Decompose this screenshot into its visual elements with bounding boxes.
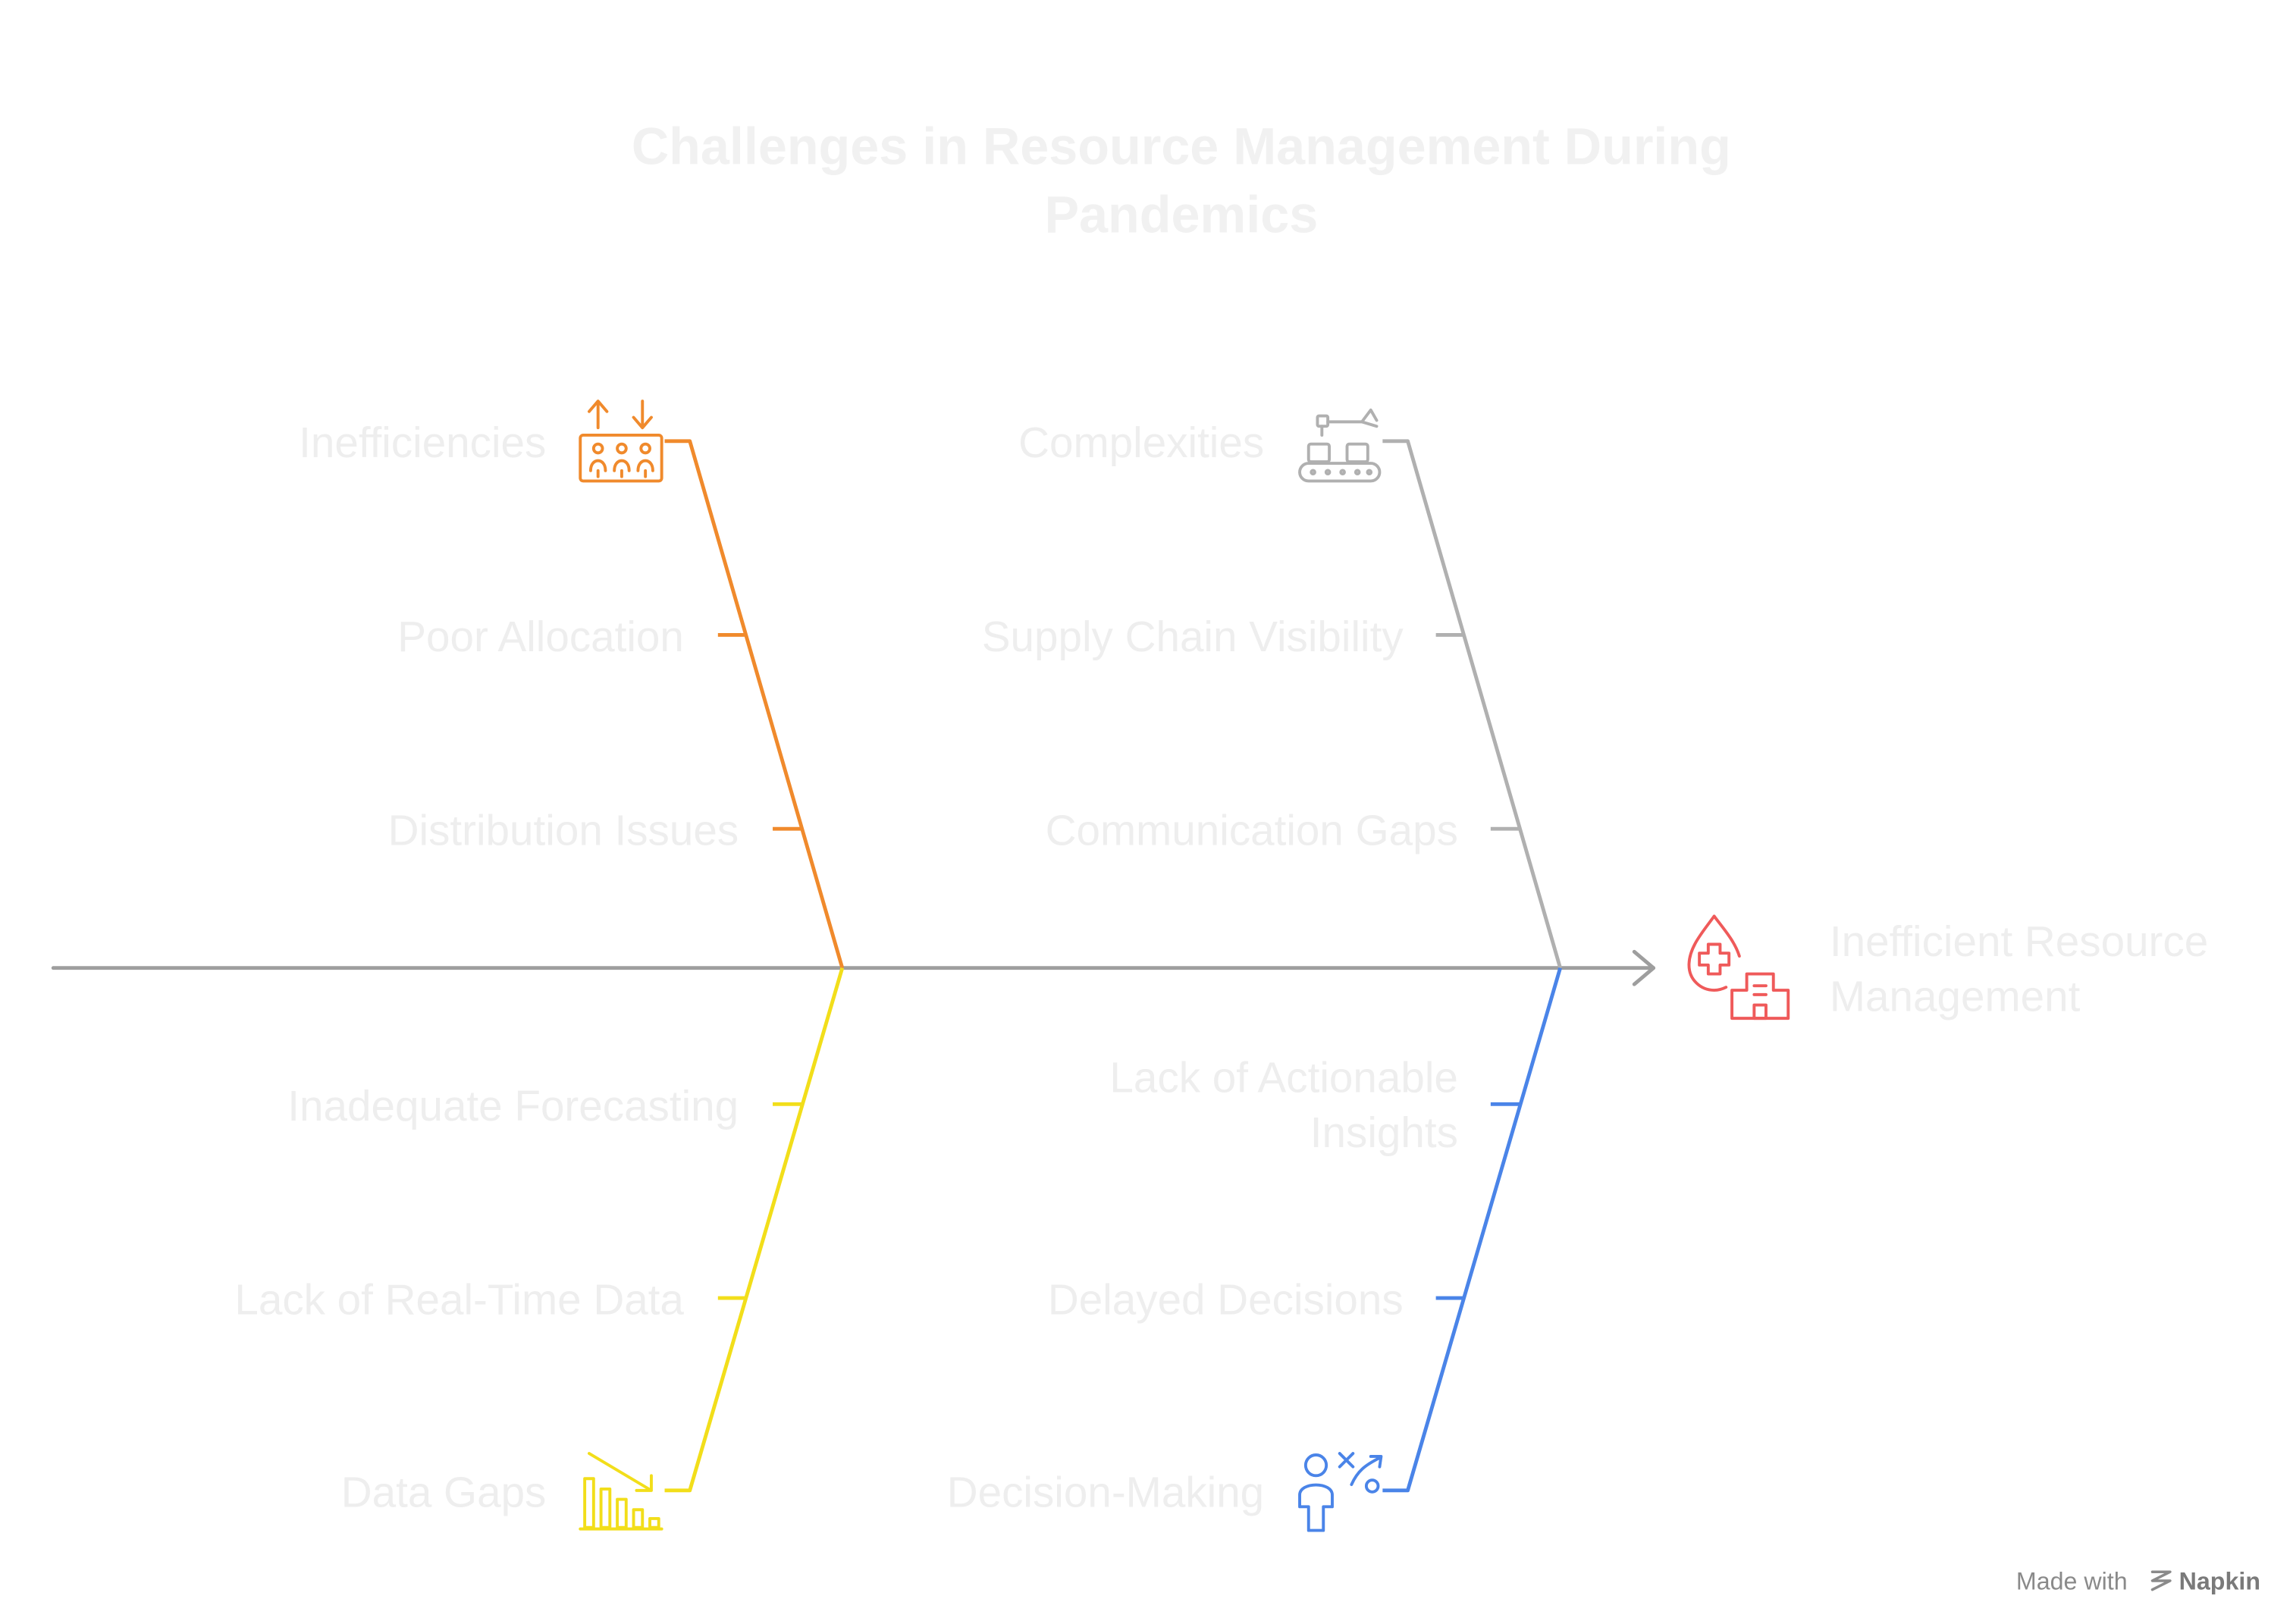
person-strategy-icon — [1298, 1452, 1383, 1532]
diagram-title-line2: Pandemics — [1044, 186, 1318, 243]
branch-data-gaps-line — [664, 967, 845, 1493]
blood-drop-hospital-icon — [1687, 914, 1790, 1020]
napkin-watermark: Made with Napkin — [2016, 1568, 2260, 1595]
declining-bar-chart-icon — [579, 1452, 663, 1531]
effect-label-line2: Management — [1830, 972, 2081, 1020]
branch-inefficiencies-line — [664, 439, 845, 969]
category-label-data-gaps: Data Gaps — [341, 1468, 547, 1516]
branch-decision-making: Decision-Making Lack of Actionable Insig… — [947, 967, 1562, 1532]
branch-complexities: Complexities Supply Chain Visibility Com… — [982, 408, 1562, 969]
cause-label-lack-of-actionable-line2: Insights — [1310, 1108, 1458, 1156]
made-with-text: Made with — [2016, 1568, 2128, 1595]
spine-arrowhead — [1632, 949, 1656, 986]
branch-data-gaps: Data Gaps Inadequate Forecasting Lack of… — [234, 967, 845, 1531]
conveyor-robot-arm-icon — [1298, 408, 1382, 483]
cause-label-distribution-issues: Distribution Issues — [388, 807, 739, 854]
diagram-title-line1: Challenges in Resource Management During — [632, 118, 1731, 176]
napkin-brand-text: Napkin — [2179, 1568, 2260, 1595]
category-label-complexities: Complexities — [1018, 419, 1264, 466]
branch-decision-making-line — [1382, 967, 1562, 1493]
cause-label-communication-gaps: Communication Gaps — [1046, 807, 1458, 854]
cause-label-poor-allocation: Poor Allocation — [397, 613, 684, 660]
people-allocation-icon — [579, 400, 663, 483]
cause-label-lack-of-actionable-line1: Lack of Actionable — [1109, 1054, 1457, 1102]
napkin-logo-icon — [2150, 1570, 2172, 1591]
cause-label-lack-of-real-time-data: Lack of Real-Time Data — [234, 1276, 684, 1324]
cause-label-delayed-decisions: Delayed Decisions — [1048, 1276, 1404, 1324]
category-label-inefficiencies: Inefficiencies — [299, 419, 546, 466]
effect-head: Inefficient Resource Management — [1687, 914, 2208, 1020]
branch-inefficiencies: Inefficiencies Poor Allocation Distribut… — [299, 400, 845, 969]
category-label-decision-making: Decision-Making — [947, 1468, 1264, 1516]
cause-label-inadequate-forecasting: Inadequate Forecasting — [287, 1082, 739, 1130]
cause-label-supply-chain-visibility: Supply Chain Visibility — [982, 613, 1404, 660]
branch-complexities-line — [1382, 439, 1562, 969]
effect-label-line1: Inefficient Resource — [1830, 917, 2208, 965]
